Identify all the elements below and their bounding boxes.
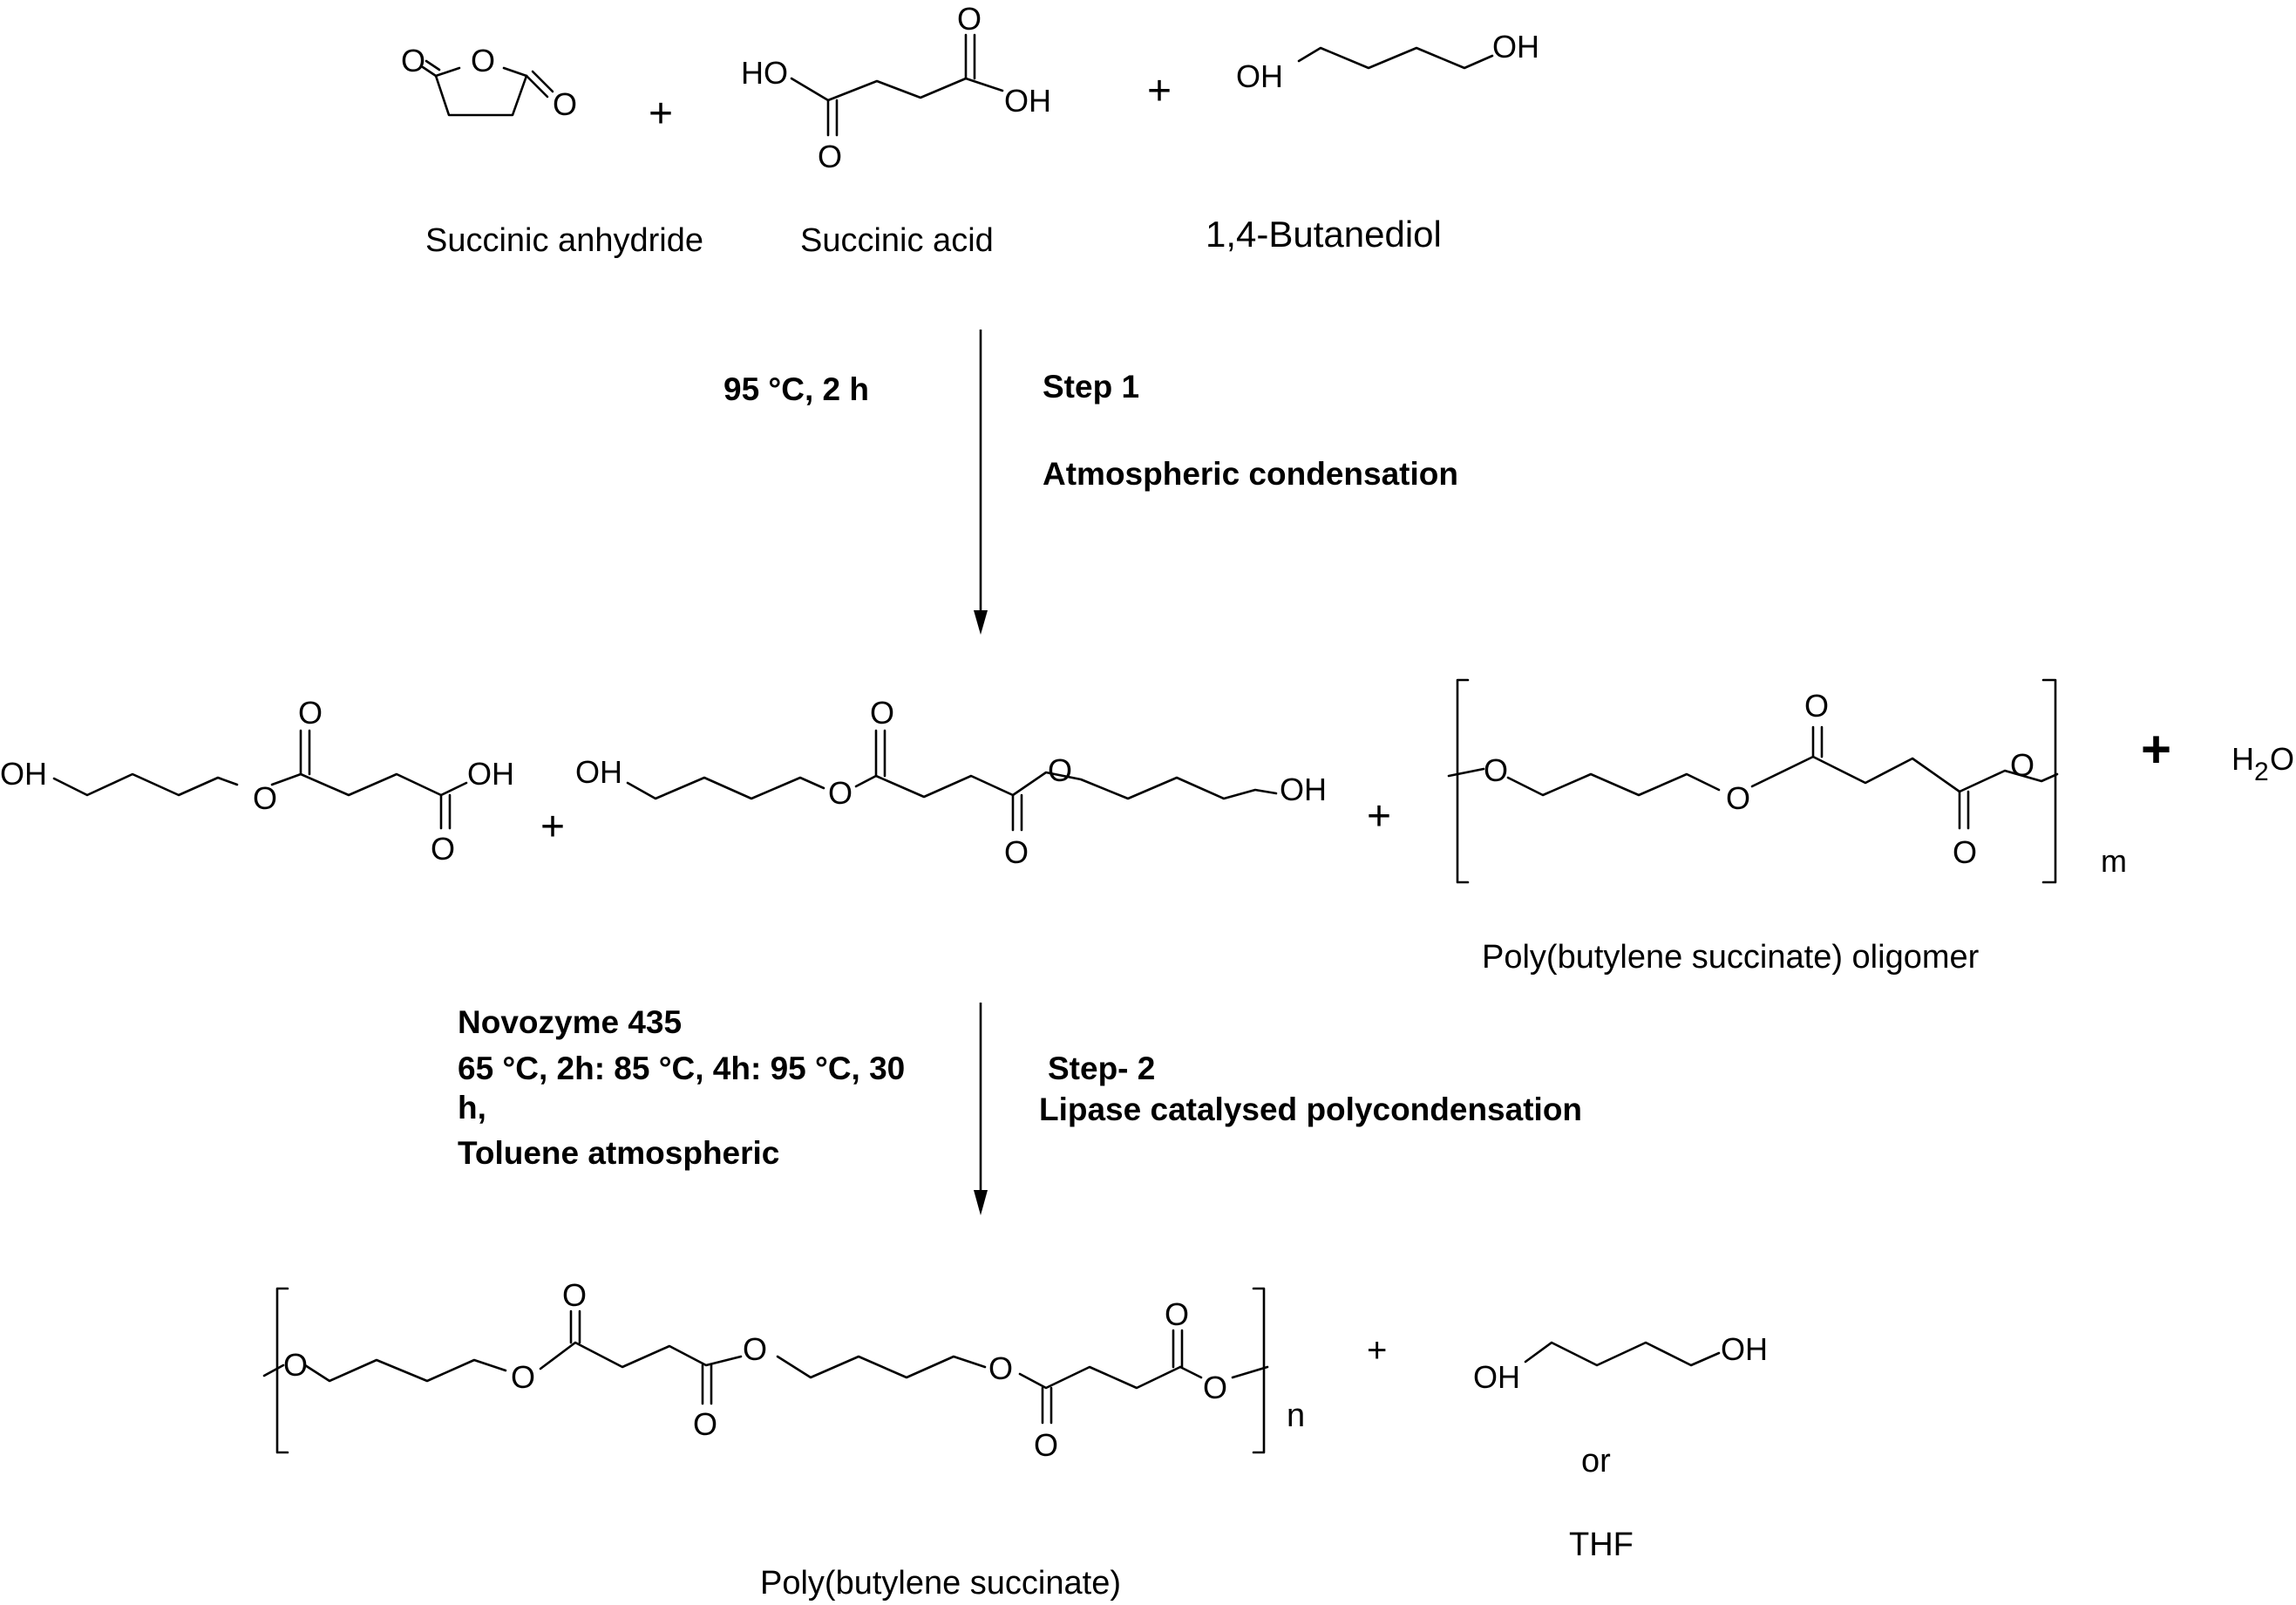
oligomer-repeat-index: m bbox=[2101, 843, 2127, 879]
atom-o: O bbox=[253, 780, 277, 816]
atom-o: O bbox=[1804, 688, 1829, 724]
label-succinic-anhydride: Succinic anhydride bbox=[425, 222, 703, 259]
atom-ho: HO bbox=[741, 55, 788, 91]
step1-title: Step 1 bbox=[1043, 369, 1139, 405]
diester-structure: OH O O O O OH bbox=[575, 695, 1327, 870]
atom-o-carbonyl: O bbox=[401, 43, 425, 78]
atom-o: O bbox=[818, 139, 842, 174]
atom-o: O bbox=[870, 695, 894, 731]
succinic-acid-structure: HO O O OH bbox=[741, 1, 1051, 174]
step2-catalyst: Novozyme 435 bbox=[458, 1004, 682, 1040]
atom-o-carbonyl: O bbox=[553, 86, 577, 122]
step2-title: Step- 2 bbox=[1048, 1051, 1155, 1086]
step1-arrow bbox=[974, 330, 988, 635]
label-succinic-acid: Succinic acid bbox=[800, 222, 994, 259]
succinic-anhydride-structure: O O O bbox=[401, 43, 577, 122]
atom-oh: OH bbox=[467, 756, 514, 792]
plus-sign: + bbox=[1147, 68, 1172, 114]
atom-o: O bbox=[511, 1359, 535, 1395]
water-subscript: 2 bbox=[2254, 758, 2269, 786]
atom-o: O bbox=[283, 1347, 308, 1383]
monoester-structure: OH O O OH O bbox=[0, 695, 514, 867]
atom-oh: OH bbox=[1280, 772, 1327, 807]
atom-o: O bbox=[298, 695, 323, 731]
step2-arrow bbox=[974, 1003, 988, 1215]
atom-o: O bbox=[1034, 1427, 1058, 1463]
label-thf: THF bbox=[1569, 1527, 1634, 1563]
pbs-polymer-structure: O O O O O O O O O bbox=[262, 1277, 1269, 1463]
polymer-repeat-index: n bbox=[1287, 1398, 1305, 1434]
step2-conditions-line2: h, bbox=[458, 1090, 486, 1126]
atom-oh: OH bbox=[0, 756, 47, 792]
atom-o: O bbox=[828, 775, 853, 811]
plus-sign: + bbox=[540, 804, 565, 850]
atom-o: O bbox=[1726, 780, 1750, 816]
atom-o: O bbox=[1484, 752, 1508, 788]
butanediol-structure: OH OH bbox=[1236, 29, 1539, 94]
atom-o: O bbox=[957, 1, 982, 37]
atom-o: O bbox=[1165, 1296, 1189, 1332]
step2-conditions-line3: Toluene atmospheric bbox=[458, 1135, 779, 1171]
step1-description: Atmospheric condensation bbox=[1043, 456, 1458, 492]
atom-o: O bbox=[2010, 747, 2034, 783]
label-or: or bbox=[1581, 1443, 1611, 1479]
atom-o: O bbox=[743, 1331, 767, 1367]
atom-oh: OH bbox=[1473, 1359, 1520, 1395]
atom-o: O bbox=[1004, 834, 1029, 870]
plus-sign: + bbox=[1367, 793, 1391, 840]
water-o: O bbox=[2270, 741, 2294, 777]
atom-o: O bbox=[693, 1406, 717, 1442]
atom-o: O bbox=[1203, 1370, 1227, 1405]
plus-sign: + bbox=[1367, 1331, 1387, 1370]
label-butanediol: 1,4-Butanediol bbox=[1206, 214, 1442, 255]
atom-oh: OH bbox=[1236, 58, 1283, 94]
atom-oh: OH bbox=[575, 754, 622, 790]
plus-sign: + bbox=[2141, 720, 2171, 779]
atom-oh: OH bbox=[1492, 29, 1539, 65]
atom-o-ring: O bbox=[471, 43, 495, 78]
plus-sign: + bbox=[649, 91, 673, 137]
step2-description: Lipase catalysed polycondensation bbox=[1039, 1092, 1582, 1127]
step2-conditions-line1: 65 °C, 2h: 85 °C, 4h: 95 °C, 30 bbox=[458, 1051, 905, 1086]
label-pbs-polymer: Poly(butylene succinate) bbox=[760, 1565, 1121, 1602]
atom-o: O bbox=[1953, 834, 1977, 870]
atom-oh: OH bbox=[1004, 83, 1051, 119]
atom-o: O bbox=[562, 1277, 587, 1313]
atom-o: O bbox=[988, 1350, 1013, 1386]
atom-o: O bbox=[431, 831, 455, 867]
atom-o: O bbox=[1048, 752, 1072, 788]
butanediol-byproduct-structure: OH OH bbox=[1473, 1331, 1768, 1395]
pbs-oligomer-structure: O O O O O bbox=[1447, 678, 2059, 884]
water-h: H bbox=[2231, 741, 2254, 777]
step1-conditions: 95 °C, 2 h bbox=[723, 371, 869, 407]
label-pbs-oligomer: Poly(butylene succinate) oligomer bbox=[1482, 939, 1980, 976]
atom-oh: OH bbox=[1721, 1331, 1768, 1367]
